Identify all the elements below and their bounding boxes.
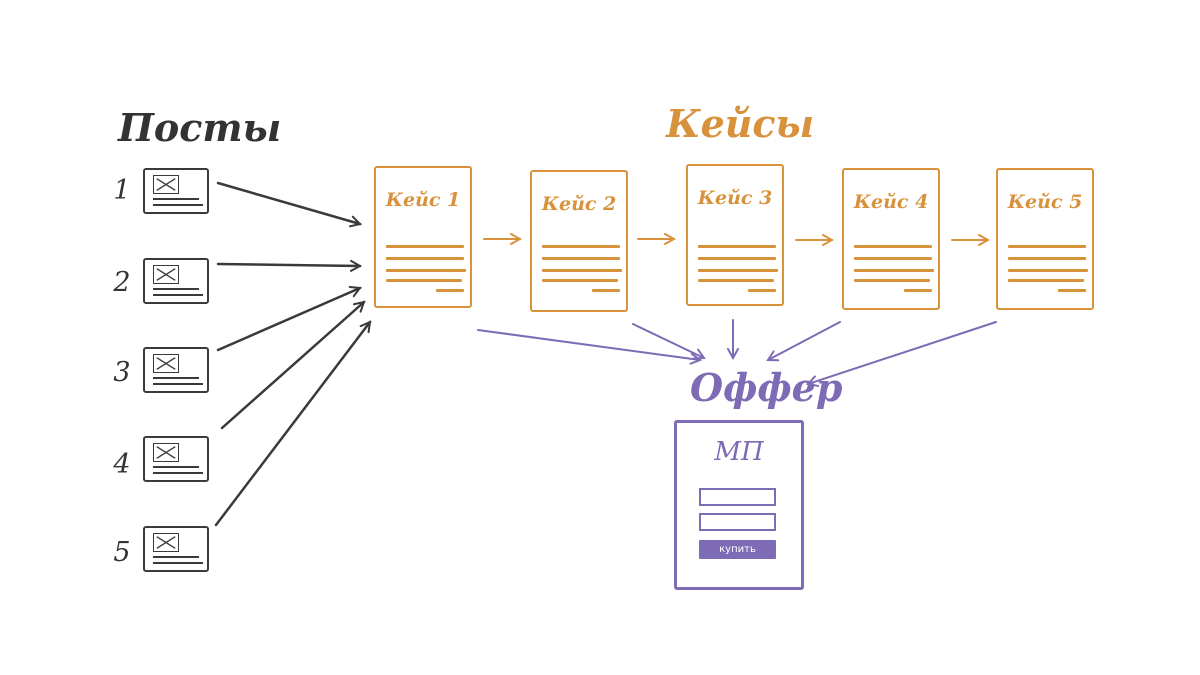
case-text-line <box>904 289 932 292</box>
case-text-line <box>1008 279 1084 282</box>
arrow-post-4-to-case-1 <box>220 302 364 430</box>
case-text-line <box>698 269 778 272</box>
post-text-line <box>153 472 203 474</box>
case-label: Кейс 3 <box>697 187 773 209</box>
case-text-line <box>436 289 464 292</box>
offer-page-mockup[interactable]: МП купить <box>674 420 804 590</box>
arrow-post-2-to-case-1 <box>216 264 360 266</box>
post-text-line <box>153 294 203 296</box>
case-text-line <box>386 257 464 260</box>
post-text-line <box>153 288 199 290</box>
case-text-line <box>542 279 618 282</box>
post-text-line <box>153 562 203 564</box>
case-text-line <box>1008 269 1088 272</box>
offer-page-label: МП <box>714 437 764 467</box>
post-number-1: 1 <box>113 175 131 206</box>
case-card-1[interactable]: Кейс 1 <box>374 166 472 308</box>
post-card-1[interactable] <box>143 168 209 214</box>
case-text-line <box>386 245 464 248</box>
case-text-line <box>854 257 932 260</box>
post-thumbnail-icon <box>153 265 179 284</box>
post-number-5: 5 <box>113 537 131 568</box>
post-card-4[interactable] <box>143 436 209 482</box>
case-text-line <box>748 289 776 292</box>
case-card-3[interactable]: Кейс 3 <box>686 164 784 306</box>
post-card-5[interactable] <box>143 526 209 572</box>
offer-form-field-1[interactable] <box>699 488 776 506</box>
case-text-line <box>1008 245 1086 248</box>
case-text-line <box>542 245 620 248</box>
post-number-2: 2 <box>113 267 131 298</box>
post-number-3: 3 <box>113 357 131 388</box>
post-thumbnail-icon <box>153 443 179 462</box>
arrow-post-5-to-case-1 <box>214 322 372 527</box>
case-label: Кейс 5 <box>1007 191 1083 213</box>
offer-title: Оффер <box>690 365 843 410</box>
post-text-line <box>153 377 199 379</box>
post-text-line <box>153 204 203 206</box>
arrow-case-4-to-offer <box>768 321 841 360</box>
case-card-4[interactable]: Кейс 4 <box>842 168 940 310</box>
case-text-line <box>854 269 934 272</box>
case-text-line <box>1008 257 1086 260</box>
case-text-line <box>854 245 932 248</box>
case-label: Кейс 4 <box>853 191 929 213</box>
case-text-line <box>592 289 620 292</box>
case-text-line <box>698 279 774 282</box>
arrow-case-1-to-offer <box>477 329 700 360</box>
arrow-case-2-to-offer <box>632 323 704 358</box>
post-text-line <box>153 198 199 200</box>
offer-form-field-2[interactable] <box>699 513 776 531</box>
post-thumbnail-icon <box>153 175 179 194</box>
case-text-line <box>854 279 930 282</box>
post-number-4: 4 <box>113 449 131 480</box>
post-text-line <box>153 383 203 385</box>
posts-title: Посты <box>118 105 282 150</box>
case-text-line <box>698 245 776 248</box>
arrow-post-1-to-case-1 <box>216 181 360 224</box>
case-text-line <box>542 269 622 272</box>
post-thumbnail-icon <box>153 533 179 552</box>
post-card-3[interactable] <box>143 347 209 393</box>
case-label: Кейс 1 <box>385 189 461 211</box>
post-thumbnail-icon <box>153 354 179 373</box>
case-text-line <box>542 257 620 260</box>
case-text-line <box>698 257 776 260</box>
case-text-line <box>386 269 466 272</box>
cases-title: Кейсы <box>666 101 815 146</box>
case-text-line <box>1058 289 1086 292</box>
post-text-line <box>153 556 199 558</box>
case-text-line <box>386 279 462 282</box>
case-card-5[interactable]: Кейс 5 <box>996 168 1094 310</box>
post-text-line <box>153 466 199 468</box>
post-card-2[interactable] <box>143 258 209 304</box>
arrow-post-3-to-case-1 <box>216 288 360 352</box>
buy-button[interactable]: купить <box>699 540 776 559</box>
case-label: Кейс 2 <box>541 193 617 215</box>
case-card-2[interactable]: Кейс 2 <box>530 170 628 312</box>
